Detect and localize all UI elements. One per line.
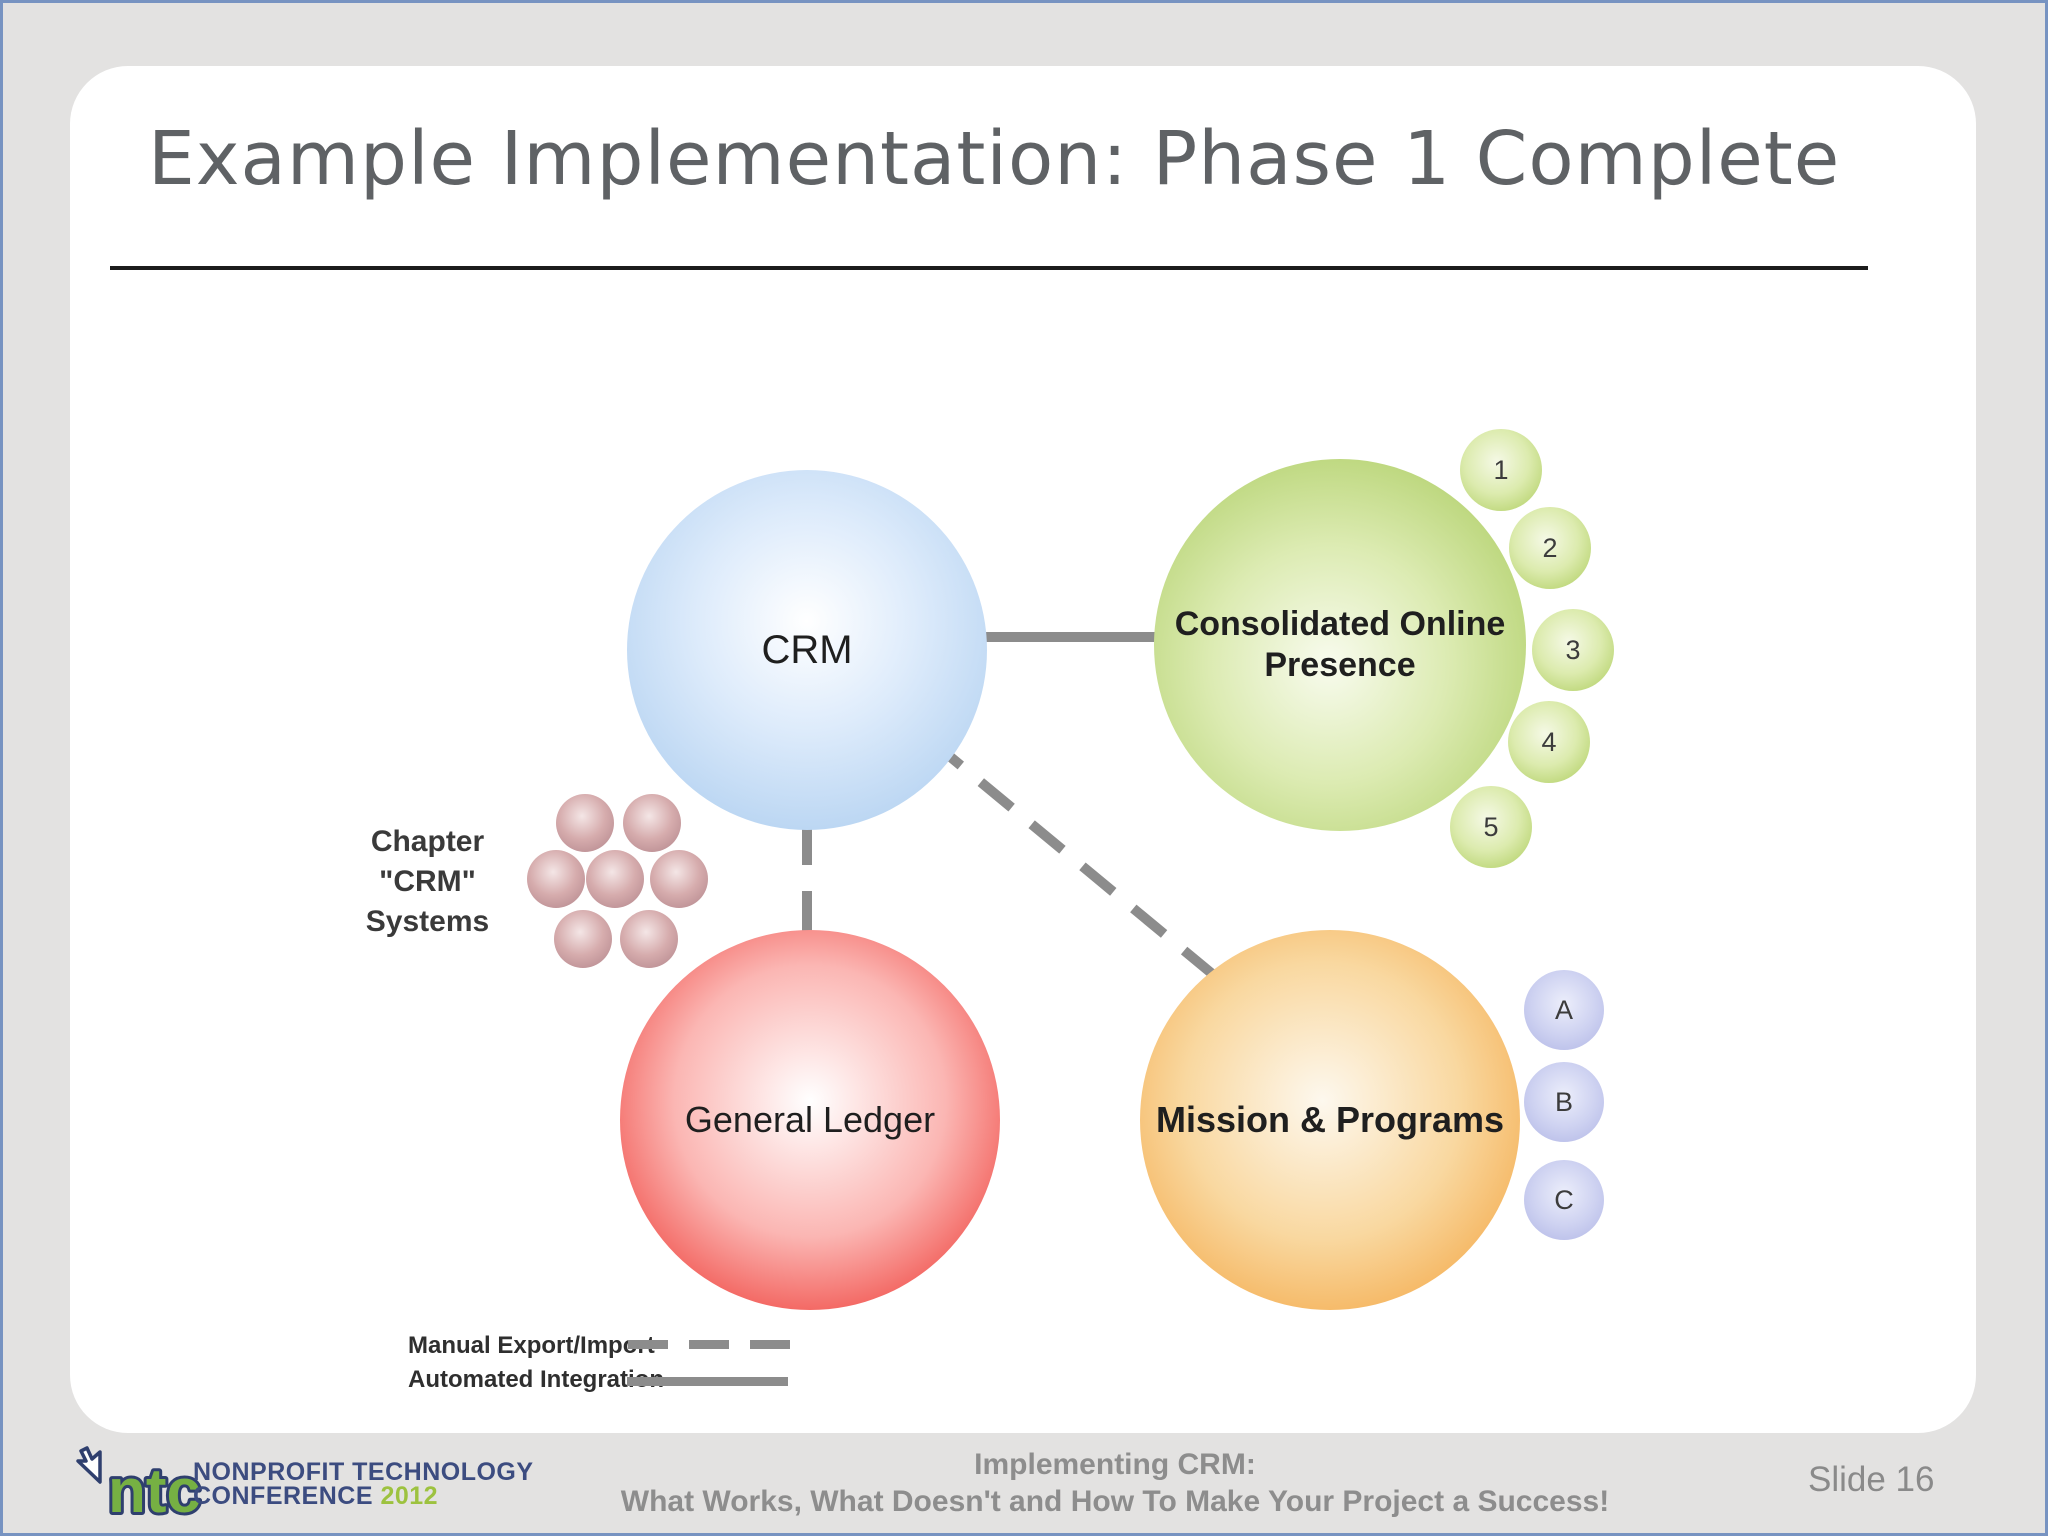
chapter-crm-sphere	[623, 794, 681, 852]
chapter-crm-systems-label: Chapter "CRM" Systems	[320, 822, 535, 942]
mission-satellite-a-label: A	[1554, 994, 1573, 1025]
mission-satellite-c: C	[1524, 1160, 1604, 1240]
chapter-crm-sphere	[527, 850, 585, 908]
chapter-label-line2: "CRM"	[379, 865, 476, 898]
online-satellite-4: 4	[1508, 701, 1590, 783]
node-general-ledger: General Ledger	[620, 930, 1000, 1310]
legend-dashed-line-sample	[628, 1340, 790, 1349]
logo-line2: CONFERENCE 2012	[193, 1482, 534, 1510]
online-satellite-5: 5	[1450, 786, 1532, 868]
logo-year: 2012	[380, 1482, 439, 1510]
legend-solid-line-sample	[627, 1377, 788, 1386]
deck-title-line1: Implementing CRM:	[974, 1448, 1256, 1481]
title-underline	[110, 266, 1868, 270]
chapter-label-line3: Systems	[365, 905, 490, 938]
slide-card	[70, 66, 1976, 1433]
chapter-crm-sphere	[650, 850, 708, 908]
online-satellite-2-label: 2	[1542, 532, 1558, 563]
logo-conference: CONFERENCE	[193, 1482, 374, 1510]
logo-wordmark: NONPROFIT TECHNOLOGY CONFERENCE 2012	[193, 1458, 534, 1510]
online-satellite-1-label: 1	[1493, 454, 1509, 485]
online-satellite-3: 3	[1532, 609, 1614, 691]
node-mission-programs: Mission & Programs	[1140, 930, 1520, 1310]
node-mission-label: Mission & Programs	[1155, 1099, 1505, 1140]
node-crm: CRM	[627, 470, 987, 830]
mission-satellite-b: B	[1524, 1062, 1604, 1142]
online-satellite-5-label: 5	[1483, 811, 1499, 842]
ntc-logo: ntc	[76, 1446, 202, 1520]
online-satellite-2: 2	[1509, 507, 1591, 589]
node-ledger-label: General Ledger	[684, 1099, 936, 1140]
chapter-label-line1: Chapter	[370, 825, 485, 858]
chapter-crm-sphere	[556, 794, 614, 852]
node-online-label: Consolidated Online Presence	[1174, 605, 1506, 684]
deck-title-line2: What Works, What Doesn't and How To Make…	[620, 1485, 1610, 1518]
logo-line1: NONPROFIT TECHNOLOGY	[193, 1458, 534, 1486]
slide-number: Slide 16	[1808, 1460, 1935, 1499]
mission-satellite-a: A	[1524, 970, 1604, 1050]
online-satellite-3-label: 3	[1565, 634, 1581, 665]
mission-satellite-c-label: C	[1554, 1184, 1574, 1215]
online-satellite-4-label: 4	[1541, 726, 1557, 757]
chapter-crm-sphere	[620, 910, 678, 968]
node-consolidated-online-presence: Consolidated Online Presence	[1154, 459, 1526, 831]
legend-automated-label: Automated Integration	[408, 1366, 664, 1393]
legend-manual-label: Manual Export/Import	[408, 1332, 655, 1359]
cursor-arrow-icon	[76, 1446, 102, 1484]
chapter-crm-sphere	[554, 910, 612, 968]
online-satellite-1: 1	[1460, 429, 1542, 511]
mission-satellite-b-label: B	[1554, 1086, 1573, 1117]
connector-crm-mission-dashed	[926, 736, 1284, 1034]
node-crm-label: CRM	[761, 627, 853, 672]
ntc-logo-text: ntc	[108, 1457, 201, 1520]
chapter-crm-sphere	[586, 850, 644, 908]
slide-title: Example Implementation: Phase 1 Complete	[148, 116, 1841, 202]
deck-title: Implementing CRM: What Works, What Doesn…	[600, 1448, 1630, 1522]
